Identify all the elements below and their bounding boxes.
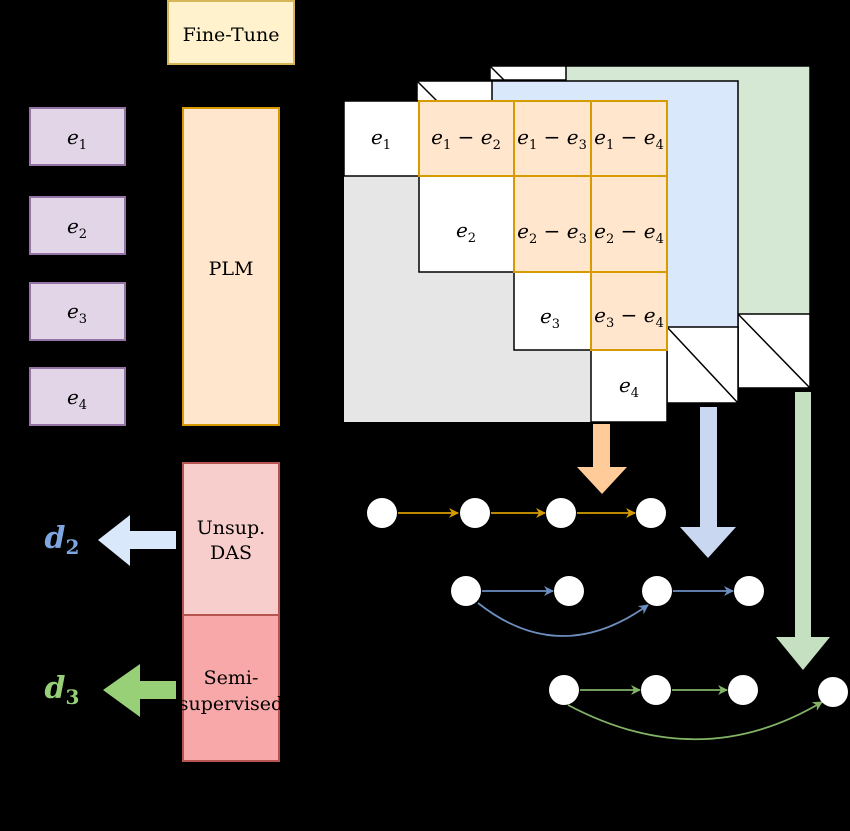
embedding-e3: e3	[29, 282, 126, 341]
node	[641, 675, 671, 705]
node	[728, 675, 758, 705]
node	[734, 576, 764, 606]
pair-e1-e2: e1 − e2	[431, 125, 501, 153]
chain-blue	[451, 576, 764, 637]
node	[818, 677, 848, 707]
d3-label: d3	[45, 671, 80, 709]
node	[451, 576, 481, 606]
pair-e2-e4: e2 − e4	[594, 219, 664, 247]
plm-box: PLM	[182, 107, 280, 426]
unsup-das-line2: DAS	[210, 542, 252, 564]
chain-green	[549, 675, 848, 741]
similarity-matrix: e1 e2 e3 e4 e1 − e2 e1 − e3 e1 − e4 e2 −…	[343, 100, 668, 423]
pair-cells	[418, 100, 668, 351]
embedding-e2: e2	[29, 196, 126, 255]
pair-e1-e3: e1 − e3	[517, 125, 587, 153]
node	[636, 498, 666, 528]
pair-e1-e4: e1 − e4	[594, 125, 664, 153]
svg-text:e3: e3	[67, 299, 87, 327]
embedding-e4: e4	[29, 367, 126, 426]
blue-down-arrow	[680, 407, 736, 558]
pair-e3-e4: e3 − e4	[594, 303, 664, 331]
unsup-das-box: Unsup. DAS	[182, 462, 280, 616]
embedding-column: e1 e2 e3 e4	[29, 107, 126, 426]
node	[549, 675, 579, 705]
green-down-arrow	[776, 392, 830, 670]
matrix-diag-2	[418, 175, 515, 273]
matrix-diag-1	[343, 100, 420, 177]
plm-label: PLM	[209, 258, 254, 280]
matrix-diag-4	[590, 349, 668, 423]
semi-supervised-box: Semi- supervised	[179, 614, 283, 762]
node	[460, 498, 490, 528]
orange-down-arrow	[577, 424, 627, 494]
node	[367, 498, 397, 528]
chain-orange	[367, 498, 666, 528]
node	[554, 576, 584, 606]
embedding-e1: e1	[29, 107, 126, 166]
d2-label: d2	[45, 521, 80, 559]
pair-e2-e3: e2 − e3	[517, 219, 587, 247]
matrix-diag-3	[513, 271, 592, 351]
svg-text:e1: e1	[67, 125, 87, 153]
semi-line1: Semi-	[204, 667, 259, 689]
svg-text:e2: e2	[67, 214, 87, 242]
svg-text:e4: e4	[67, 385, 87, 413]
unsup-das-line1: Unsup.	[197, 517, 265, 539]
node	[642, 576, 672, 606]
fine-tune-label: Fine-Tune	[183, 24, 280, 46]
d2-output: d2	[45, 515, 176, 566]
fine-tune-box: Fine-Tune	[167, 0, 295, 65]
node	[546, 498, 576, 528]
d3-output: d3	[45, 664, 176, 717]
semi-line2: supervised	[179, 693, 283, 715]
